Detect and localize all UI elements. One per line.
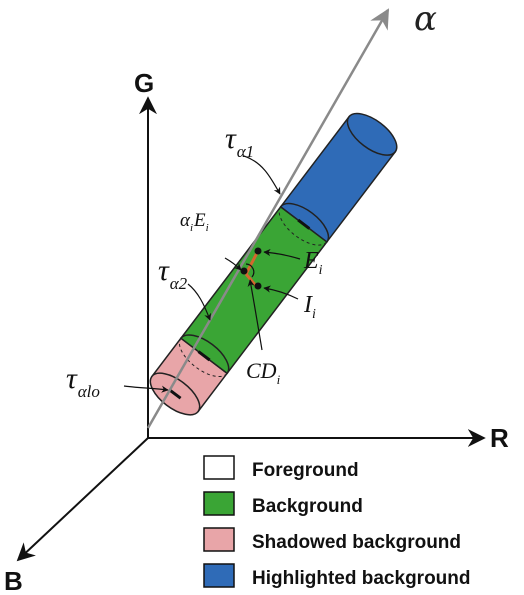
tau-alphalo-label: ταlo [66,362,100,401]
tau-alphalo-leader [123,385,169,393]
observed-color-point [254,282,262,290]
rgb-axes [16,96,486,562]
legend-label-foreground: Foreground [252,460,359,481]
brightness-cylinder [149,112,398,416]
tau-alpha2-label: τα2 [158,254,188,293]
expected-color-point [254,247,262,255]
legend-label-highlighted: Highlighted background [252,568,471,589]
legend-swatch-highlighted [203,563,235,588]
tau-alpha1-leader [243,155,281,195]
projected-point [240,267,248,275]
pink-green-boundary-back [178,337,228,378]
g-axis-label: G [134,68,154,98]
tau-alpha1-tick [297,218,311,230]
cd-leader [247,279,263,351]
tau-alpha2-leader [187,283,212,321]
chromaticity-distance-line [244,250,260,275]
legend-item-shadowed: Shadowed background [203,527,461,553]
green-blue-boundary-back [278,206,328,246]
alpha-e-label: αiEi [180,210,209,234]
e-i-leader [263,248,301,260]
tau-alpha2-tick [197,350,211,362]
cd-arc [245,263,255,278]
alpha-axis-label: α [414,0,437,39]
legend-swatch-foreground [203,455,235,480]
legend-item-foreground: Foreground [203,455,359,481]
legend-label-background: Background [252,496,363,517]
b-axis-label: B [4,566,23,595]
legend-swatch-shadowed [203,527,235,552]
cd-i-label: CDi [246,358,281,387]
b-axis [16,437,149,562]
e-i-label: Ei [303,248,323,278]
background-segment [179,205,328,375]
alpha-e-leader [224,257,242,271]
color-distance [240,247,262,290]
legend: Foreground Background Shadowed backgroun… [203,455,471,589]
legend-label-shadowed: Shadowed background [252,532,461,553]
legend-item-background: Background [203,491,363,517]
legend-item-highlighted: Highlighted background [203,563,471,589]
upper-cap [346,112,398,156]
i-i-label: Ii [303,292,316,322]
i-i-leader [263,285,299,300]
tau-alphalo-tick [168,388,182,400]
alpha-axis [146,8,390,429]
legend-swatch-background [203,491,235,516]
pink-green-boundary [180,334,230,374]
tau-alpha1-label: τα1 [225,122,254,161]
r-axis-label: R [490,423,509,453]
leader-lines [123,155,301,393]
